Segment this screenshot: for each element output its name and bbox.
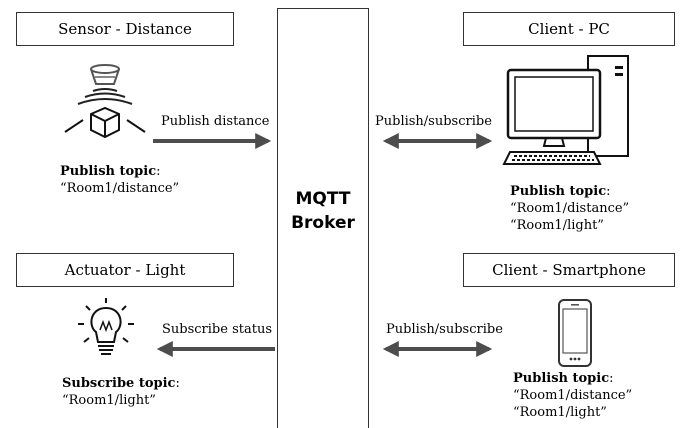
sensor-arrow-label: Publish distance [161,114,270,129]
broker-label-line2: Broker [291,213,355,233]
sensor-topic-label: Publish topic [60,164,157,179]
actuator-topic-heading: Subscribe topic: [62,375,180,392]
actuator-title-box: Actuator - Light [16,253,234,287]
pc-topic-value-2: “Room1/light” [510,218,604,233]
desktop-computer-icon [502,55,629,165]
sensor-title: Sensor - Distance [58,20,192,38]
sensor-topic-value: “Room1/distance” [60,181,180,196]
client-phone-title: Client - Smartphone [492,261,646,279]
phone-topic-label: Publish topic [513,371,610,386]
mqtt-broker: MQTT Broker [277,8,369,428]
phone-topic-heading: Publish topic: [513,370,632,387]
sensor-topic-colon: : [156,164,161,179]
actuator-topic-block: Subscribe topic: “Room1/light” [62,375,180,409]
sensor-topic-heading: Publish topic: [60,163,179,180]
client-phone-title-box: Client - Smartphone [463,253,675,287]
light-bulb-icon [78,298,134,355]
sensor-title-box: Sensor - Distance [16,12,234,46]
pc-arrow-label: Publish/subscribe [375,114,492,129]
phone-topic-value-1: “Room1/distance” [513,388,633,403]
pc-topic-heading: Publish topic: [510,183,629,200]
pc-topic-block: Publish topic: “Room1/distance” “Room1/l… [510,183,629,234]
actuator-topic-label: Subscribe topic [62,376,176,391]
actuator-topic-colon: : [175,376,180,391]
actuator-arrow-label: Subscribe status [162,322,272,337]
actuator-title: Actuator - Light [64,261,186,279]
client-pc-title: Client - PC [528,20,610,38]
phone-topic-value-2: “Room1/light” [513,405,607,420]
distance-sensor-icon [64,64,146,139]
actuator-topic-value: “Room1/light” [62,393,156,408]
broker-label: MQTT Broker [278,187,368,235]
pc-topic-value-1: “Room1/distance” [510,201,630,216]
pc-topic-label: Publish topic [510,184,607,199]
phone-arrow-label: Publish/subscribe [386,322,503,337]
phone-topic-block: Publish topic: “Room1/distance” “Room1/l… [513,370,632,421]
sensor-topic-block: Publish topic: “Room1/distance” [60,163,179,197]
pc-topic-colon: : [606,184,611,199]
client-pc-title-box: Client - PC [463,12,675,46]
smartphone-icon [558,299,592,367]
phone-topic-colon: : [609,371,614,386]
broker-label-line1: MQTT [295,189,351,209]
